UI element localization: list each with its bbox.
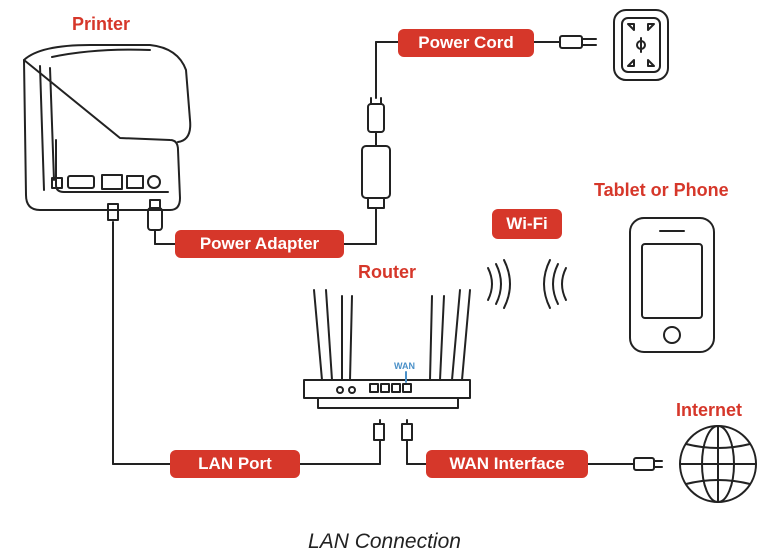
router-wan-port-label: WAN — [394, 361, 415, 371]
lan-cable — [107, 203, 381, 465]
wan-interface-label: WAN Interface — [426, 450, 588, 478]
power-adapter-label: Power Adapter — [175, 230, 344, 258]
router-icon — [303, 289, 471, 441]
printer-icon — [23, 44, 192, 211]
printer-power-plug — [147, 199, 176, 245]
wifi-label: Wi-Fi — [492, 209, 562, 239]
globe-icon — [679, 425, 757, 503]
lan-port-label: LAN Port — [170, 450, 300, 478]
power-cord-label: Power Cord — [398, 29, 534, 57]
internet-heading: Internet — [676, 400, 743, 420]
power-adapter-icon — [343, 35, 597, 245]
smartphone-icon — [629, 217, 715, 353]
wifi-waves-icon — [487, 259, 567, 309]
printer-heading: Printer — [72, 14, 131, 34]
router-heading: Router — [358, 262, 416, 282]
power-outlet-icon — [613, 9, 669, 81]
diagram-caption: LAN Connection — [308, 530, 461, 553]
tablet-heading: Tablet or Phone — [594, 180, 729, 200]
wan-cable — [406, 439, 663, 471]
